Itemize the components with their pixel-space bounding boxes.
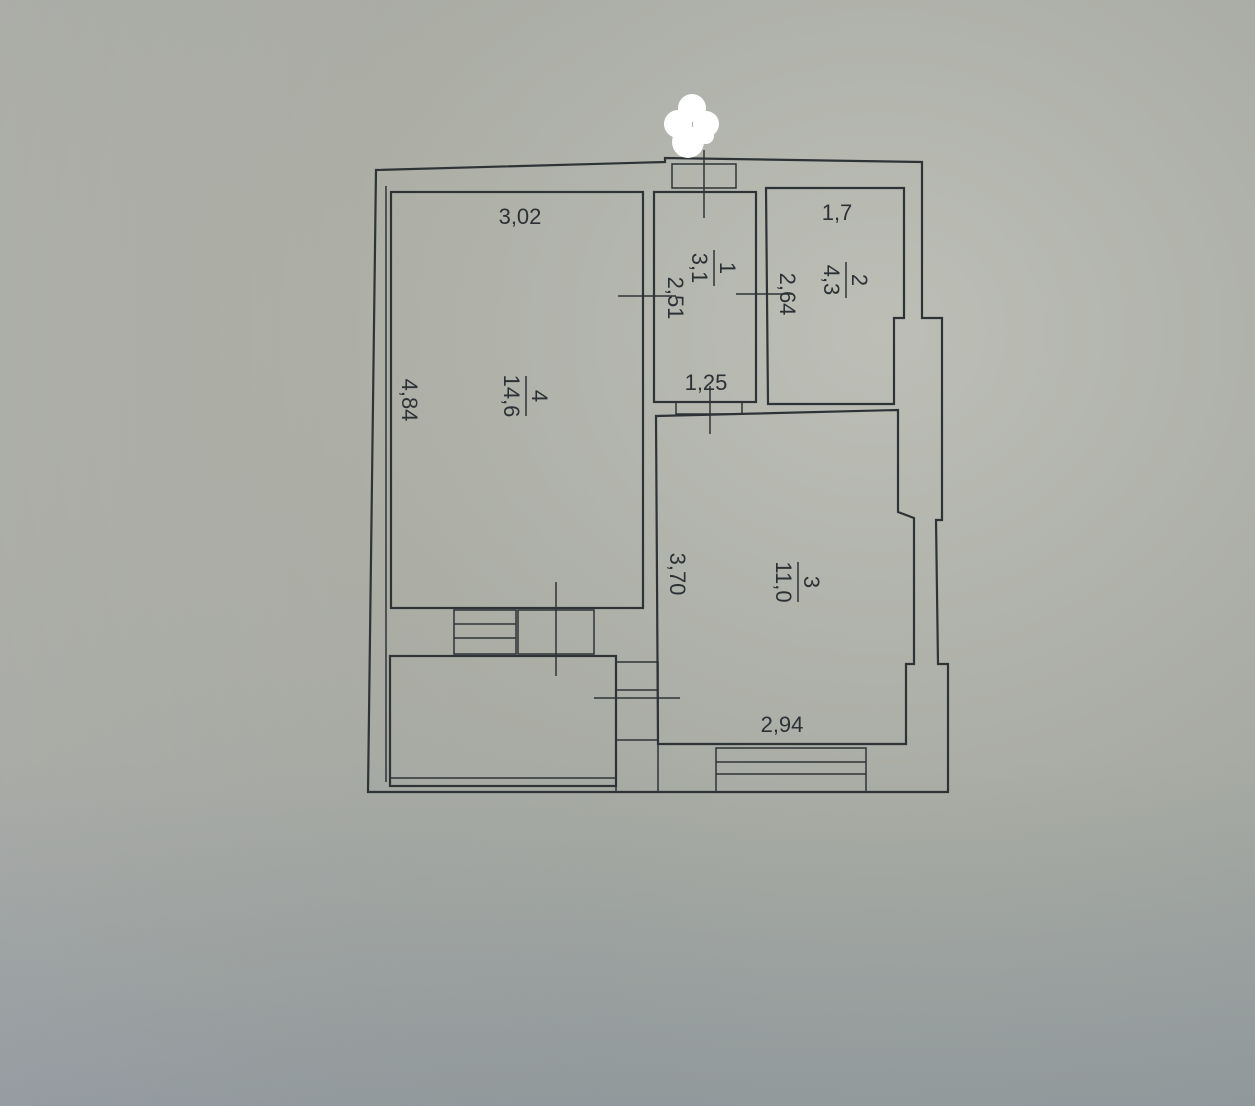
room-number: 1 bbox=[715, 262, 740, 274]
room-label-2: 2 4,3 bbox=[819, 262, 872, 298]
room-4 bbox=[389, 190, 645, 610]
dim-room3-length: 3,70 bbox=[665, 553, 690, 596]
dim-room3-width: 2,94 bbox=[761, 712, 804, 737]
door-room3 bbox=[675, 401, 743, 415]
dim-room4-length: 4,84 bbox=[397, 379, 422, 422]
outer-wall bbox=[366, 156, 950, 794]
balcony bbox=[388, 654, 618, 788]
wall-niche bbox=[615, 661, 659, 793]
room-area: 14,6 bbox=[499, 375, 524, 418]
window-room4 bbox=[453, 609, 517, 655]
room-2 bbox=[764, 186, 906, 406]
dim-room1-width: 1,25 bbox=[685, 370, 728, 395]
room-3 bbox=[654, 408, 916, 746]
redaction-blob bbox=[664, 94, 719, 158]
room-number: 3 bbox=[799, 576, 824, 588]
dim-room2-length: 2,64 bbox=[775, 273, 800, 316]
room-label-3: 3 11,0 bbox=[771, 561, 824, 602]
window-room3 bbox=[715, 747, 867, 793]
room-number: 4 bbox=[527, 390, 552, 402]
room-area: 11,0 bbox=[771, 561, 796, 602]
dim-room4-width: 3,02 bbox=[499, 204, 542, 229]
dim-room2-width: 1,7 bbox=[822, 200, 853, 225]
paper-shading bbox=[0, 0, 600, 1106]
dim-room1-length: 2,51 bbox=[663, 277, 688, 320]
room-label-1: 1 3,1 bbox=[687, 250, 740, 286]
room-area: 4,3 bbox=[819, 265, 844, 296]
room-label-4: 4 14,6 bbox=[499, 375, 552, 418]
paper-shadow bbox=[0, 760, 1255, 1106]
room-area: 3,1 bbox=[687, 253, 712, 284]
balcony-door bbox=[517, 609, 595, 655]
room-number: 2 bbox=[847, 274, 872, 286]
